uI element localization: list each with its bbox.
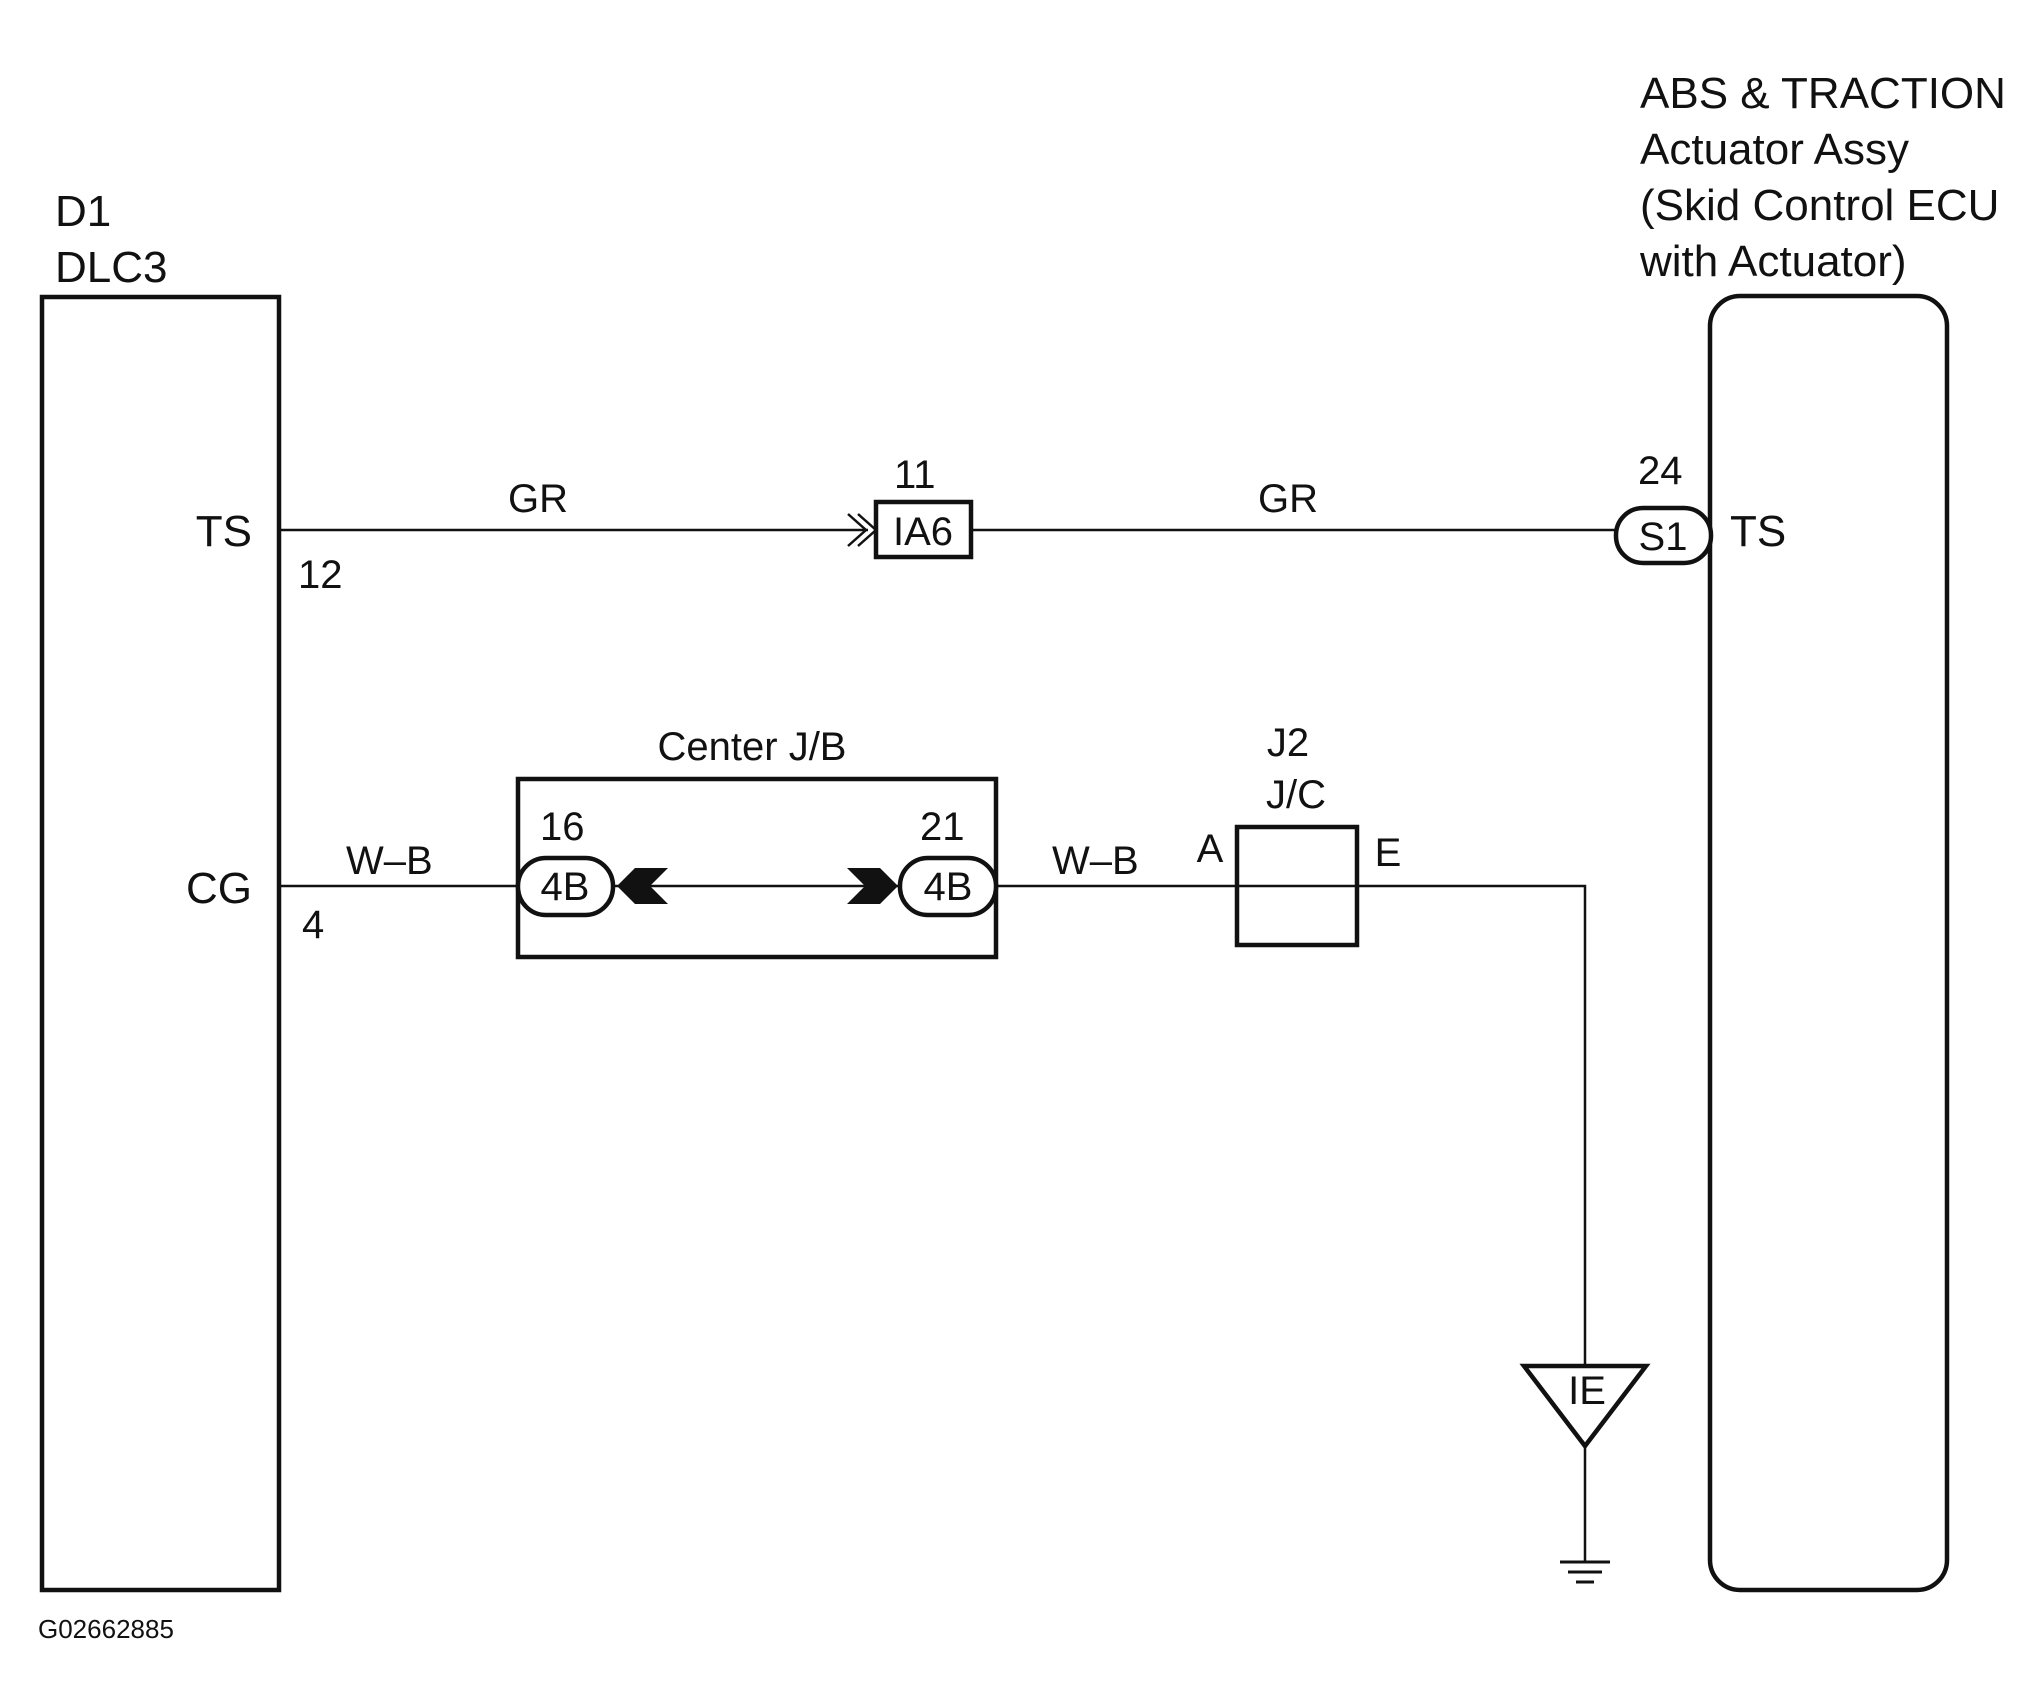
cg-wire-color-right: W–B (1052, 839, 1139, 883)
ground-wire (1357, 884, 1587, 1366)
left-female-terminal-icon (617, 868, 668, 904)
ecu-title-line-2: Actuator Assy (1640, 125, 1909, 174)
dlc3-pin-ts-number: 12 (298, 553, 343, 597)
dlc3-pin-ts-label: TS (196, 507, 252, 556)
ts-wire: GR 11 IA6 GR (279, 453, 1616, 560)
center-jb-right-pin: 21 (920, 805, 965, 849)
ia6-connector (873, 499, 974, 560)
ecu-title-line-3: (Skid Control ECU (1640, 181, 1999, 230)
dlc3-body (39, 294, 282, 1593)
ecu-body (1707, 293, 1950, 1593)
cg-wire-color-left: W–B (346, 839, 433, 883)
chassis-ground-icon (1560, 1560, 1610, 1584)
ts-wire-color-right: GR (1258, 477, 1318, 521)
dlc3-pin-cg-label: CG (186, 864, 252, 913)
ecu-title-line-4: with Actuator) (1639, 237, 1907, 286)
junction-connector-j2: J2 J/C A E (1197, 721, 1402, 948)
figure-id: G02662885 (38, 1614, 174, 1644)
dlc3-component: D1 DLC3 TS 12 CG 4 (39, 187, 343, 1593)
ecu-connector-s1 (1613, 505, 1714, 566)
jc-terminal-out: E (1375, 831, 1402, 875)
ecu-pin-ts-number: 24 (1638, 449, 1683, 493)
ground-point-triangle-icon (1519, 1363, 1651, 1450)
jc-terminal-in: A (1197, 827, 1224, 871)
dlc3-name-label: DLC3 (55, 243, 168, 292)
ecu-component: ABS & TRACTION Actuator Assy (Skid Contr… (1613, 69, 2006, 1593)
center-jb-title: Center J/B (658, 725, 847, 769)
ecu-connector-label: S1 (1639, 515, 1688, 559)
jc-name-label: J/C (1266, 773, 1326, 817)
ecu-title-line-1: ABS & TRACTION (1640, 69, 2006, 118)
center-jb: Center J/B 16 21 4B 4B (515, 725, 999, 960)
ia6-connector-label: IA6 (893, 510, 953, 554)
center-jb-left-connector-label: 4B (541, 865, 590, 909)
ia6-pin-number: 11 (894, 453, 936, 497)
ground-point-label: IE (1568, 1369, 1606, 1413)
jc-id-label: J2 (1267, 721, 1309, 765)
cg-wire: W–B Center J/B 16 21 4B 4B W–B J2 J/C A … (279, 721, 1587, 1366)
center-jb-body (515, 776, 999, 960)
right-male-terminal-icon (847, 868, 898, 904)
dlc3-id-label: D1 (55, 187, 111, 236)
center-jb-right-connector-label: 4B (924, 865, 973, 909)
ground-point: IE (1519, 1363, 1651, 1584)
ts-wire-color-left: GR (508, 477, 568, 521)
dlc3-pin-cg-number: 4 (302, 903, 324, 947)
center-jb-left-connector (515, 855, 616, 918)
center-jb-left-pin: 16 (540, 805, 585, 849)
ecu-pin-ts-label: TS (1730, 507, 1786, 556)
